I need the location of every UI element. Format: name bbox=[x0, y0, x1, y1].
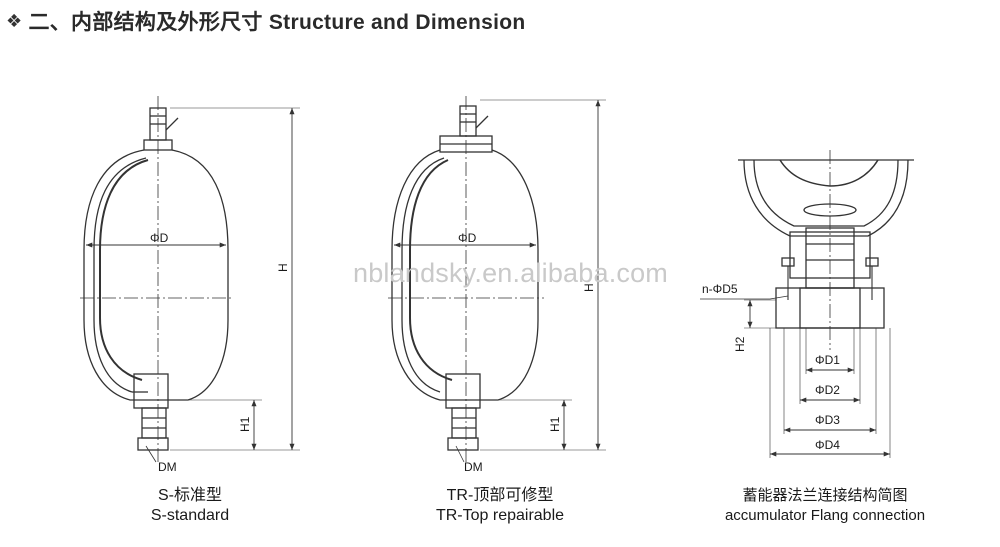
flange-d1-label: ΦD1 bbox=[815, 353, 840, 367]
standard-dm-label: DM bbox=[158, 460, 177, 474]
top-repairable-caption-cn: TR-顶部可修型 bbox=[446, 487, 554, 504]
standard-h1-label: H1 bbox=[238, 416, 252, 432]
standard-caption-cn: S-标准型 bbox=[157, 487, 222, 504]
top-repairable-dm-label: DM bbox=[464, 460, 483, 474]
flange-bolts-label: n-ΦD5 bbox=[702, 282, 738, 296]
diamond-bullet-icon: ❖ bbox=[6, 10, 23, 31]
page-title: ❖ 二、内部结构及外形尺寸 Structure and Dimension bbox=[6, 6, 525, 36]
standard-caption-en: S-standard bbox=[150, 507, 230, 524]
standard-height-label: H bbox=[276, 263, 290, 272]
flange-caption: 蓄能器法兰连接结构简图 accumulator Flang connection bbox=[705, 486, 945, 526]
watermark: nblandsky.en.alibaba.com bbox=[353, 258, 668, 288]
flange-caption-cn: 蓄能器法兰连接结构简图 bbox=[742, 487, 908, 504]
flange-h2-label: H2 bbox=[733, 336, 747, 352]
flange-d4-label: ΦD4 bbox=[815, 438, 840, 452]
top-repairable-h1-label: H1 bbox=[548, 416, 562, 432]
flange-connection-drawing bbox=[700, 150, 914, 458]
top-repairable-caption-en: TR-Top repairable bbox=[435, 507, 565, 524]
standard-caption: S-标准型 S-standard bbox=[120, 486, 260, 526]
top-repairable-caption: TR-顶部可修型 TR-Top repairable bbox=[400, 486, 600, 526]
standard-accumulator-drawing bbox=[80, 96, 300, 463]
top-repairable-diameter-label: ΦD bbox=[458, 231, 477, 245]
flange-d3-label: ΦD3 bbox=[815, 413, 840, 427]
top-repairable-height-label: H bbox=[582, 283, 596, 292]
flange-d2-label: ΦD2 bbox=[815, 383, 840, 397]
standard-diameter-label: ΦD bbox=[150, 231, 169, 245]
flange-caption-en: accumulator Flang connection bbox=[724, 507, 926, 524]
page-title-text: 二、内部结构及外形尺寸 Structure and Dimension bbox=[28, 11, 526, 34]
top-repairable-accumulator-drawing bbox=[388, 96, 606, 463]
